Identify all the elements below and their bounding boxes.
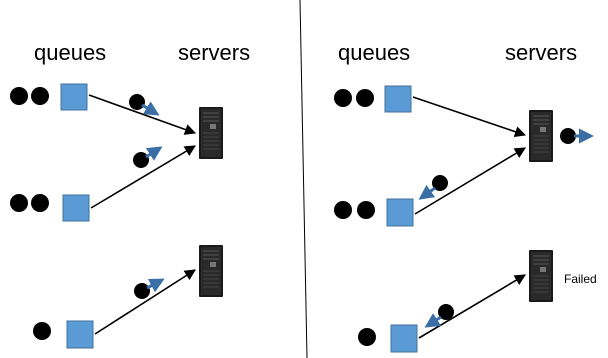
route-arrow [90,145,196,209]
queue-1 [10,83,88,111]
queue-box [66,320,94,349]
waiting-job [334,201,352,219]
queue-2 [10,194,90,222]
job-departing [560,128,594,144]
queue-box [62,194,90,222]
waiting-job [31,194,49,212]
queue-1 [334,85,412,113]
waiting-job [33,322,51,340]
job-in-transit [133,146,163,168]
waiting-job [357,201,375,219]
queue-3 [33,320,94,349]
queue-2 [334,198,414,227]
queue-3 [358,324,418,353]
job-in-transit [134,278,165,299]
queue-box [390,324,418,353]
job-returning [418,175,448,200]
servers-header: servers [505,40,577,65]
job-in-transit [129,94,160,116]
right-panel: queues servers Failed [334,40,597,353]
left-panel: queues servers [10,40,250,349]
waiting-job [334,89,352,107]
queue-box [60,83,88,111]
waiting-job [31,87,49,105]
queues-header: queues [338,40,410,65]
queue-box [384,85,412,113]
server-2 [198,244,224,298]
server-failed [528,249,554,303]
job-returning [424,304,454,328]
servers-header: servers [178,40,250,65]
server-status: Failed [564,272,597,286]
route-arrow [414,147,526,215]
server-1 [198,106,224,160]
queue-box [386,198,414,227]
waiting-job [10,194,28,212]
route-arrow [88,94,197,135]
waiting-job [10,87,28,105]
waiting-job [356,89,374,107]
waiting-job [358,328,376,346]
route-arrow [418,274,526,339]
route-arrow [412,96,527,138]
server-1 [528,109,554,163]
route-arrow [94,269,196,335]
queues-header: queues [34,40,106,65]
panel-divider [299,0,308,358]
